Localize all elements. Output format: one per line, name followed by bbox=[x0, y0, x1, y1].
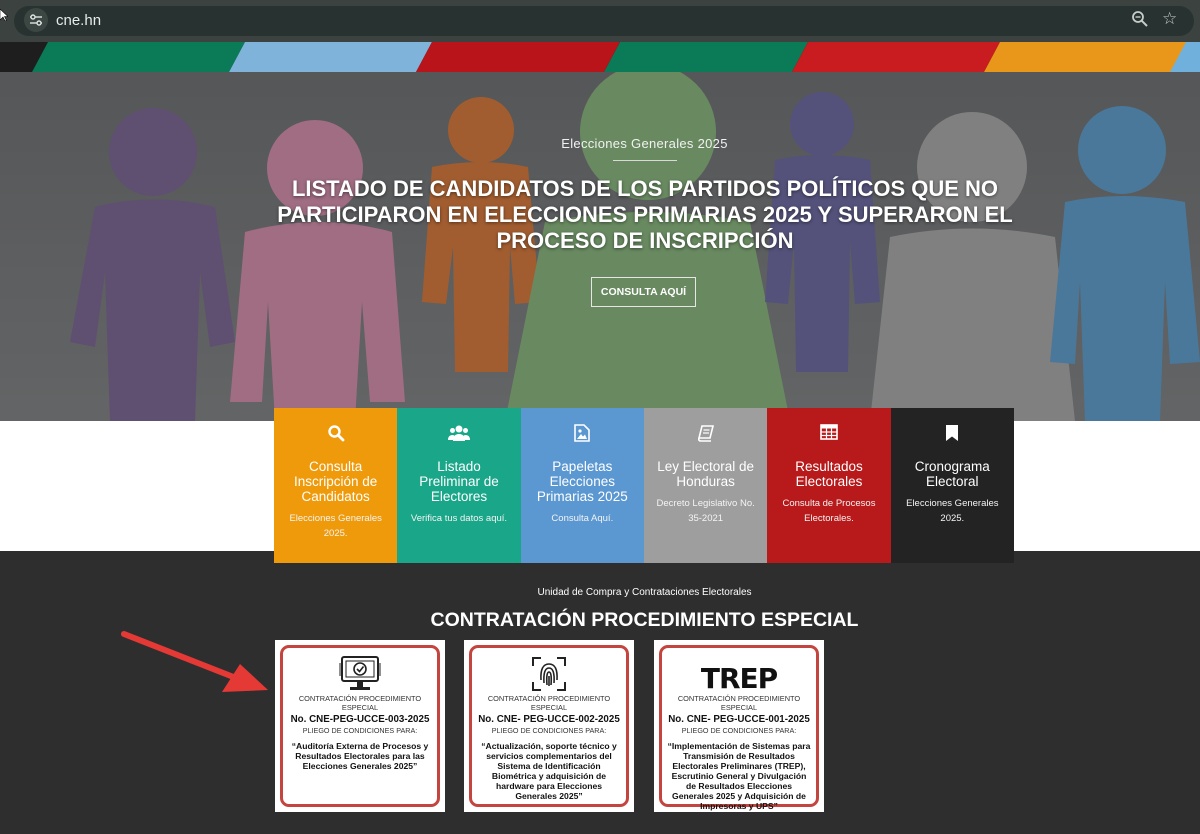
tile-cronograma[interactable]: Cronograma Electoral Elecciones Generale… bbox=[890, 408, 1014, 563]
tile-subtitle: Decreto Legislativo No. 35-2021 bbox=[656, 498, 755, 524]
mouse-cursor-icon bbox=[0, 9, 8, 21]
tile-resultados[interactable]: Resultados Electorales Consulta de Proce… bbox=[767, 408, 891, 563]
card-pliego: PLIEGO DE CONDICIONES PARA: bbox=[491, 726, 607, 735]
contract-card-002[interactable]: CONTRATACIÓN PROCEDIMIENTO ESPECIAL No. … bbox=[464, 640, 634, 812]
tile-subtitle: Consulta de Procesos Electorales. bbox=[782, 498, 876, 524]
hero-divider bbox=[613, 160, 677, 161]
tile-ley-electoral[interactable]: Ley Electoral de Honduras Decreto Legisl… bbox=[643, 408, 768, 563]
hero-banner: Elecciones Generales 2025 LISTADO DE CAN… bbox=[0, 72, 1200, 421]
card-number: No. CNE- PEG-UCCE-002-2025 bbox=[478, 714, 620, 725]
browser-toolbar: cne.hn ☆ bbox=[0, 0, 1200, 42]
fingerprint-icon bbox=[472, 652, 626, 694]
contract-card-003[interactable]: CONTRATACIÓN PROCEDIMIENTO ESPECIAL No. … bbox=[275, 640, 445, 812]
trep-logo-text: TREP bbox=[700, 662, 778, 695]
contract-card-001[interactable]: TREP CONTRATACIÓN PROCEDIMIENTO ESPECIAL… bbox=[654, 640, 824, 812]
trep-logo: TREP bbox=[662, 652, 816, 694]
section-kicker: Unidad de Compra y Contrataciones Electo… bbox=[537, 587, 752, 598]
users-icon bbox=[397, 424, 520, 444]
hero-title: LISTADO DE CANDIDATOS DE LOS PARTIDOS PO… bbox=[277, 176, 1013, 253]
consulta-aqui-button[interactable]: CONSULTA AQUÍ bbox=[591, 277, 696, 307]
bookmark-icon bbox=[891, 424, 1014, 444]
url-text[interactable]: cne.hn bbox=[56, 12, 102, 29]
card-number: No. CNE-PEG-UCCE-003-2025 bbox=[290, 714, 430, 725]
address-bar[interactable] bbox=[14, 6, 1194, 36]
hero-kicker: Elecciones Generales 2025 bbox=[561, 136, 728, 151]
image-file-icon bbox=[521, 424, 644, 444]
card-description: “Implementación de Sistemas para Transmi… bbox=[667, 741, 811, 811]
table-icon bbox=[767, 424, 890, 444]
tile-papeletas[interactable]: Papeletas Elecciones Primarias 2025 Cons… bbox=[520, 408, 644, 563]
tile-subtitle: Verifica tus datos aquí. bbox=[410, 513, 508, 524]
tile-title: Resultados Electorales bbox=[795, 459, 863, 489]
card-kicker: CONTRATACIÓN PROCEDIMIENTO ESPECIAL bbox=[677, 694, 801, 712]
hero-overlay bbox=[0, 72, 1200, 421]
section-title: CONTRATACIÓN PROCEDIMIENTO ESPECIAL bbox=[430, 609, 859, 631]
tile-subtitle: Elecciones Generales 2025. bbox=[289, 513, 382, 539]
book-icon bbox=[644, 424, 767, 444]
search-icon bbox=[274, 424, 397, 444]
tile-subtitle: Consulta Aquí. bbox=[551, 513, 614, 524]
color-stripe bbox=[0, 42, 1200, 72]
tile-subtitle: Elecciones Generales 2025. bbox=[906, 498, 999, 524]
tile-title: Cronograma Electoral bbox=[914, 459, 990, 489]
tile-listado-preliminar[interactable]: Listado Preliminar de Electores Verifica… bbox=[397, 408, 521, 563]
zoom-icon[interactable] bbox=[1131, 10, 1149, 28]
star-icon[interactable]: ☆ bbox=[1162, 9, 1178, 28]
people-silhouettes-illustration bbox=[70, 72, 1200, 421]
quick-links: Consulta Inscripción de Candidatos Elecc… bbox=[274, 408, 1014, 563]
red-arrow-annotation bbox=[121, 631, 268, 692]
card-pliego: PLIEGO DE CONDICIONES PARA: bbox=[302, 726, 418, 735]
tile-title: Papeletas Elecciones Primarias 2025 bbox=[536, 459, 628, 504]
tile-consulta-inscripcion[interactable]: Consulta Inscripción de Candidatos Elecc… bbox=[274, 408, 398, 563]
card-description: “Auditoría Externa de Procesos y Resulta… bbox=[291, 741, 429, 771]
card-kicker: CONTRATACIÓN PROCEDIMIENTO ESPECIAL bbox=[298, 694, 422, 712]
tune-icon[interactable] bbox=[24, 8, 48, 32]
card-number: No. CNE- PEG-UCCE-001-2025 bbox=[668, 714, 810, 725]
card-pliego: PLIEGO DE CONDICIONES PARA: bbox=[681, 726, 797, 735]
tile-title: Consulta Inscripción de Candidatos bbox=[294, 459, 378, 504]
card-description: “Actualización, soporte técnico y servic… bbox=[481, 741, 617, 801]
monitor-check-icon bbox=[283, 652, 437, 694]
card-kicker: CONTRATACIÓN PROCEDIMIENTO ESPECIAL bbox=[487, 694, 611, 712]
tile-title: Listado Preliminar de Electores bbox=[419, 459, 499, 504]
tile-title: Ley Electoral de Honduras bbox=[657, 459, 755, 489]
